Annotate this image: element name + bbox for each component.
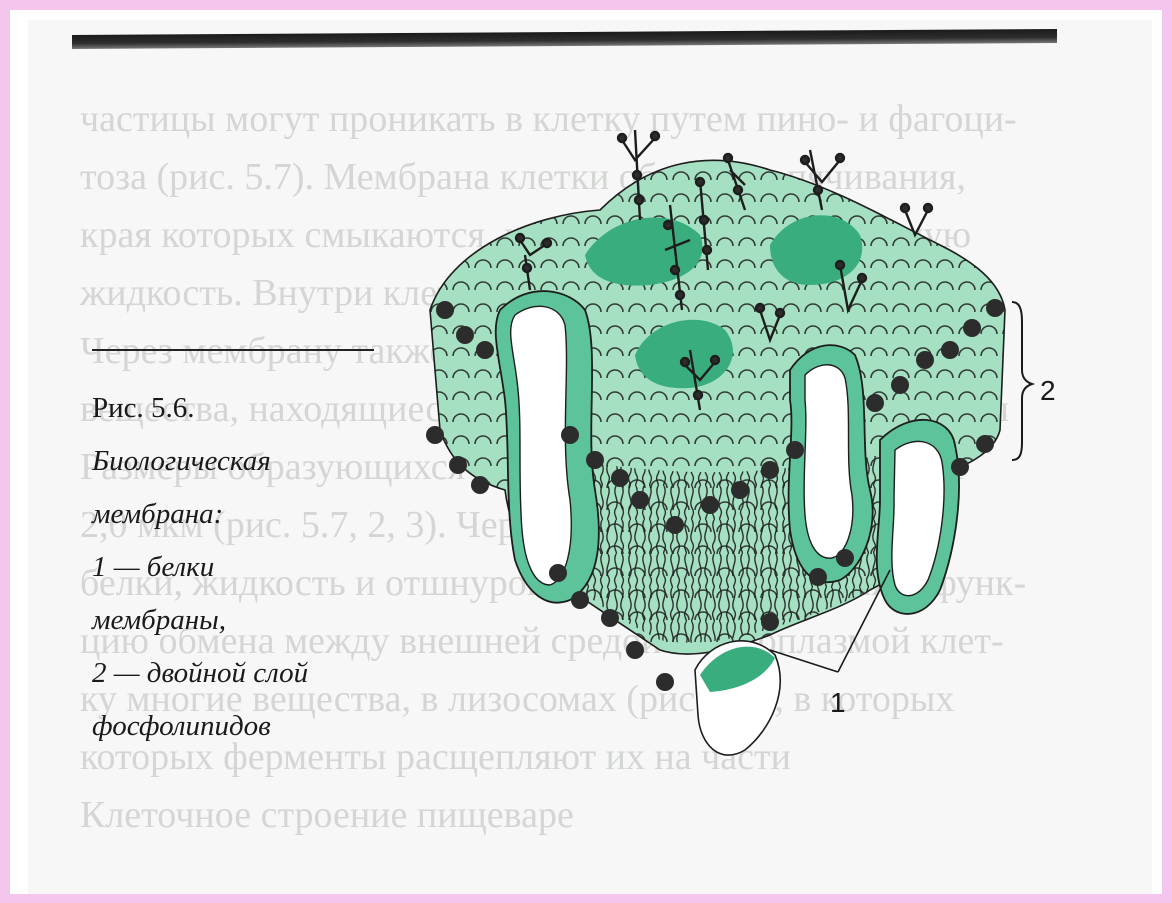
bilayer-label: 2 <box>1040 375 1056 407</box>
caption-rule <box>92 349 374 351</box>
figure-caption: Рис. 5.6. Биологическая мембрана: 1 — бе… <box>92 382 422 753</box>
figure-number: Рис. 5.6. <box>92 382 422 435</box>
image-frame: частицы могут проникать в клетку путем п… <box>10 10 1162 894</box>
membrane-channel-left <box>496 291 599 603</box>
caption-line: мембраны, <box>92 594 422 647</box>
caption-line: мембрана: <box>92 488 422 541</box>
caption-line: Биологическая <box>92 435 422 488</box>
page-edge <box>1152 10 1162 894</box>
protein-label: 1 <box>830 687 846 719</box>
bilayer-bracket <box>1012 302 1032 460</box>
caption-line: 1 — белки <box>92 541 422 594</box>
caption-line: 2 — двойной слой <box>92 647 422 700</box>
caption-line: фосфолипидов <box>92 700 422 753</box>
